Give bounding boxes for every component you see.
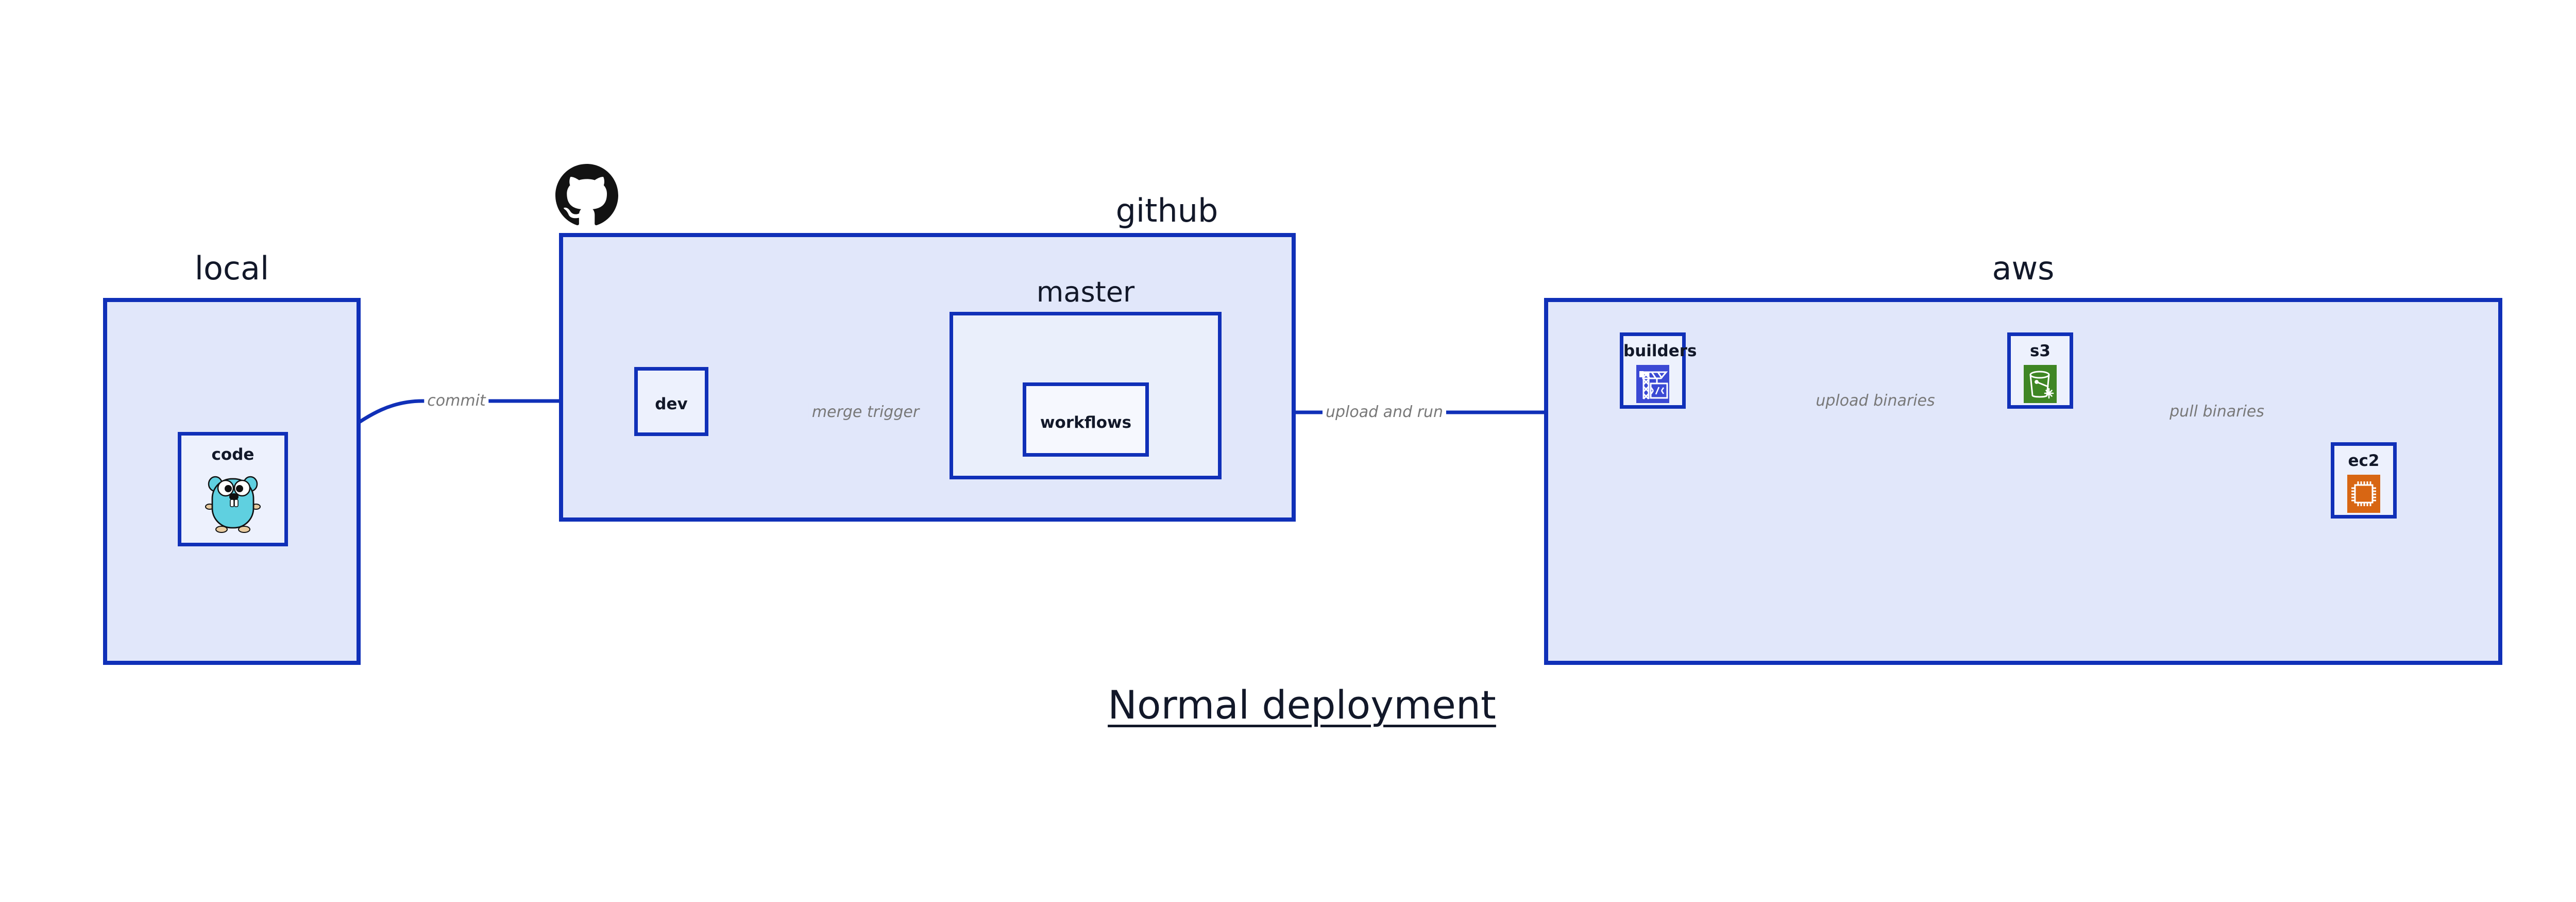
edge-label-commit: commit	[424, 392, 489, 410]
node-code-label: code	[211, 445, 255, 464]
aws-ec2-chip-icon	[2347, 475, 2380, 513]
node-workflows-label: workflows	[1040, 413, 1132, 432]
node-workflows[interactable]: workflows	[1023, 382, 1149, 457]
go-gopher-icon	[204, 473, 262, 533]
edge-label-pull-binaries: pull binaries	[2166, 403, 2267, 421]
node-ec2-label: ec2	[2348, 452, 2380, 470]
node-s3[interactable]: s3	[2007, 332, 2073, 409]
edge-label-merge-trigger: merge trigger	[808, 403, 923, 422]
node-builders-label: builders	[1623, 342, 1697, 360]
group-aws-label: aws	[1992, 249, 2055, 287]
node-s3-label: s3	[2029, 342, 2051, 360]
group-github-label: github	[1115, 192, 1218, 229]
edge-label-upload-and-run: upload and run	[1322, 403, 1447, 422]
node-dev-label: dev	[655, 395, 688, 413]
aws-builders-crane-icon	[1636, 365, 1669, 403]
page-title: Normal deployment	[1108, 682, 1496, 728]
node-builders[interactable]: builders	[1620, 332, 1697, 409]
group-master-label: master	[1036, 276, 1135, 308]
edge-label-upload-binaries: upload binaries	[1812, 392, 1938, 410]
node-code[interactable]: code	[178, 432, 288, 546]
group-local-label: local	[194, 249, 269, 287]
node-dev[interactable]: dev	[634, 367, 708, 436]
github-octocat-logo	[555, 164, 618, 227]
node-ec2[interactable]: ec2	[2331, 442, 2397, 519]
aws-s3-bucket-icon	[2024, 365, 2057, 403]
